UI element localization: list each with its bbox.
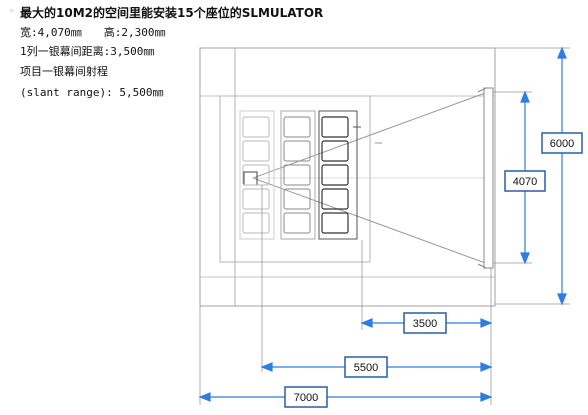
- seat: [242, 164, 270, 186]
- dim-7000-box: [284, 386, 328, 408]
- bullet-icon: ◦: [9, 7, 15, 17]
- dim-3500-label: 3500: [413, 318, 437, 330]
- dim-3500-box: [403, 312, 447, 334]
- slant-range-label: (slant range): 5,500㎜: [20, 86, 164, 99]
- height-label: 高:2,300㎜: [103, 26, 166, 39]
- screen-edge: [477, 263, 487, 269]
- seat-row-3: [321, 116, 349, 234]
- seat-platform: [239, 110, 275, 240]
- dim-4070-label: 4070: [513, 176, 537, 188]
- dim-7000-line: [198, 392, 493, 402]
- dim-6000-label: 6000: [550, 138, 574, 150]
- screen: [483, 87, 494, 269]
- seat: [242, 212, 270, 234]
- seat: [283, 212, 311, 234]
- seat: [283, 140, 311, 162]
- seat: [283, 116, 311, 138]
- seat: [321, 116, 349, 138]
- width-label: 宽:4,070㎜: [20, 26, 82, 39]
- seat-row-1: [242, 116, 270, 234]
- seat: [283, 164, 311, 186]
- dim-4070-box: [504, 170, 546, 192]
- dim-6000-line: [495, 46, 570, 306]
- seat: [242, 116, 270, 138]
- seat: [242, 140, 270, 162]
- seat: [283, 188, 311, 210]
- seat: [321, 188, 349, 210]
- seat-platform: [280, 110, 316, 240]
- screen-edge: [477, 87, 487, 93]
- project-range-label: 项目一银幕间射程: [20, 65, 108, 78]
- size-line: 宽:4,070㎜ 高:2,300㎜: [20, 24, 166, 40]
- seating-area-outline: [219, 95, 371, 263]
- projection-ray-bottom: [252, 177, 489, 265]
- diagram-title: 最大的10M2的空间里能安装15个座位的SLMULATOR: [20, 6, 324, 20]
- dim-7000-label: 7000: [294, 392, 318, 404]
- seat: [321, 164, 349, 186]
- projection-ray-top: [252, 91, 489, 179]
- seat-platform: [318, 110, 358, 240]
- dim-6000-box: [541, 132, 583, 154]
- dim-5500-label: 5500: [354, 362, 378, 374]
- seat: [242, 188, 270, 210]
- dim-5500-box: [344, 356, 388, 378]
- row1-distance-label: 1列一银幕间距离:3,500㎜: [20, 45, 155, 58]
- seat: [321, 140, 349, 162]
- seat-row-2: [283, 116, 311, 234]
- room-outline: [199, 47, 496, 307]
- seat: [321, 212, 349, 234]
